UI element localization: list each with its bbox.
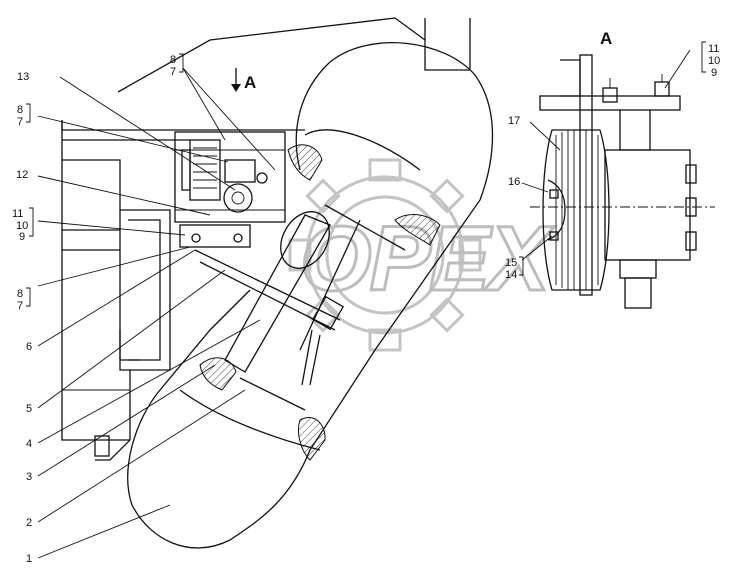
- callout-10-right: 10: [708, 55, 720, 67]
- callout-17: 17: [508, 115, 520, 127]
- view-title: A: [600, 29, 612, 48]
- view-marker-label: A: [244, 73, 256, 92]
- callout-15: 15: [505, 257, 517, 269]
- gear-icon: [288, 158, 482, 352]
- callout-9-left: 9: [19, 231, 25, 243]
- spare-wheel: [127, 42, 494, 549]
- callout-12: 12: [16, 169, 28, 181]
- callout-13: 13: [17, 71, 29, 83]
- callout-3: 3: [26, 471, 32, 483]
- callout-8-middle: 8: [17, 104, 23, 116]
- bracket-8-7-top: [179, 53, 184, 73]
- callout-9-right: 9: [711, 67, 717, 79]
- bracket-8-7-middle: [26, 103, 31, 123]
- callout-8-top: 8: [170, 54, 176, 66]
- bracket-11-9-left: [29, 207, 34, 237]
- callout-6: 6: [26, 341, 32, 353]
- bracket-11-9-right: [701, 41, 706, 73]
- callout-7-top: 7: [170, 66, 176, 78]
- bracket-15-14: [519, 256, 524, 276]
- callout-1: 1: [26, 553, 32, 565]
- callout-11-right: 11: [708, 43, 719, 55]
- bracket-8-7-lower: [26, 287, 31, 307]
- watermark-logo: OPEX: [288, 158, 558, 352]
- callout-10-left: 10: [16, 220, 28, 232]
- clamp-bolt: [194, 211, 345, 386]
- callout-8-lower: 8: [17, 288, 23, 300]
- detail-view-a: A: [530, 29, 715, 309]
- callout-2: 2: [26, 517, 32, 529]
- leader-lines: [37, 49, 691, 559]
- callout-5: 5: [26, 403, 32, 415]
- callout-4: 4: [26, 438, 32, 450]
- callout-11-left: 11: [12, 208, 23, 220]
- callout-7-middle: 7: [17, 116, 23, 128]
- callout-7-lower: 7: [17, 300, 23, 312]
- arrow-down-icon: [231, 84, 241, 92]
- winch-mechanism: [179, 139, 268, 248]
- callout-14: 14: [505, 269, 517, 281]
- callout-16: 16: [508, 176, 520, 188]
- view-a-marker: A: [231, 68, 256, 92]
- callouts: 1 2 3 4 5 6 8 7 11 10 9 12 8 7 13 8 7 11…: [12, 41, 720, 565]
